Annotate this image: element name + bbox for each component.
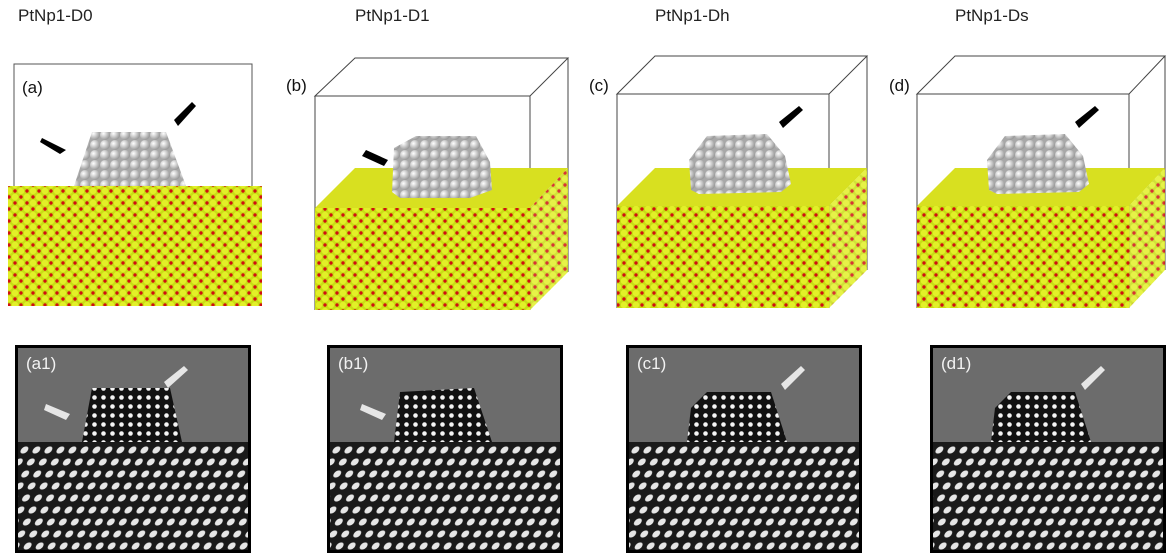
arrow-a-left: [40, 138, 66, 154]
sim-d1-image: [933, 366, 1163, 550]
title-d0: PtNp1-D0: [18, 6, 93, 25]
arrow-b: [362, 150, 388, 166]
sim-b1-image: [330, 388, 560, 550]
sim-panel-b1: (b1): [327, 345, 563, 553]
label-a1: (a1): [26, 354, 57, 373]
model-panel-a: (a): [0, 50, 270, 315]
label-d1: (d1): [941, 354, 972, 373]
sim-panel-d1: (d1): [930, 345, 1166, 553]
model-b-figure: [313, 57, 570, 310]
model-panel-b: (b): [280, 50, 580, 315]
sim-panel-a1: (a1): [15, 345, 251, 553]
model-a-figure: [8, 63, 262, 306]
sim-c1-image: [629, 366, 859, 550]
sim-arrow-d1: [1081, 366, 1105, 390]
model-panel-d: (d): [885, 50, 1168, 315]
sim-arrow-a1-right: [164, 366, 188, 388]
label-b: (b): [286, 76, 307, 95]
label-b1: (b1): [338, 354, 369, 373]
sim-panel-c1: (c1): [626, 345, 862, 553]
title-ds: PtNp1-Ds: [955, 6, 1029, 25]
arrow-c: [779, 106, 803, 128]
sim-arrow-c1: [781, 366, 805, 390]
label-d: (d): [889, 76, 910, 95]
label-a: (a): [22, 78, 43, 97]
model-d-figure: [915, 55, 1167, 308]
sim-arrow-b1: [360, 404, 386, 420]
sim-a1-image: [18, 366, 248, 550]
label-c: (c): [589, 76, 609, 95]
model-panel-c: (c): [585, 50, 875, 315]
label-c1: (c1): [637, 354, 667, 373]
sim-arrow-a1-left: [44, 404, 70, 420]
title-dh: PtNp1-Dh: [655, 6, 730, 25]
model-c-figure: [615, 55, 869, 308]
arrow-a-right: [174, 102, 196, 126]
title-d1: PtNp1-D1: [355, 6, 430, 25]
arrow-d: [1075, 106, 1099, 128]
